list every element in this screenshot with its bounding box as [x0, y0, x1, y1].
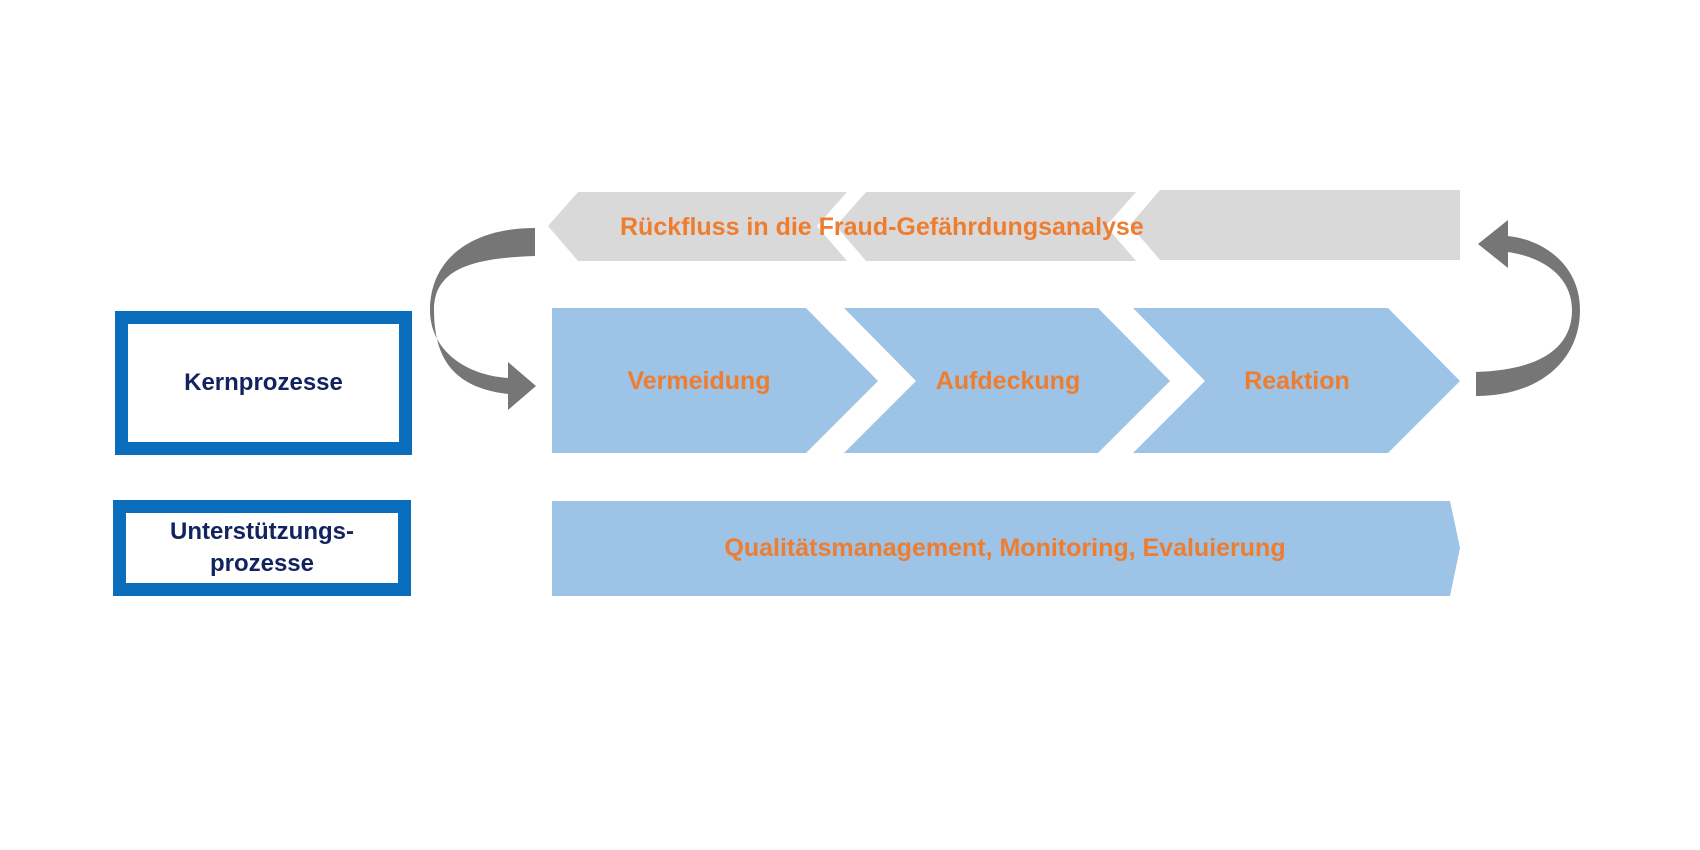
- chevron-reaktion: [1133, 308, 1460, 453]
- step-reaktion-text: Reaktion: [1244, 367, 1350, 395]
- feedback-chevron-2: [836, 192, 1136, 261]
- feedback-chevron-3: [1130, 190, 1460, 260]
- core-process-label-text: Kernprozesse: [184, 368, 343, 396]
- step-vermeidung-text: Vermeidung: [627, 367, 771, 395]
- support-process-label-line2: prozesse: [209, 550, 315, 577]
- curved-arrow-left-icon: [430, 228, 536, 410]
- support-process-bar: [552, 501, 1460, 596]
- core-process-label: Kernprozesse: [115, 311, 412, 455]
- step-aufdeckung-text: Aufdeckung: [935, 367, 1081, 395]
- chevron-aufdeckung: [844, 308, 1170, 453]
- curved-arrow-right-icon: [1476, 220, 1580, 396]
- support-bar-text: Qualitätsmanagement, Monitoring, Evaluie…: [724, 534, 1286, 562]
- feedback-chevron-1: [548, 192, 847, 261]
- support-process-label: Unterstützungs- prozesse: [113, 500, 411, 596]
- feedback-text: Rückfluss in die Fraud-Gefährdungsanalys…: [620, 213, 1144, 241]
- support-process-label-line1: Unterstützungs-: [170, 517, 354, 545]
- chevron-vermeidung: [552, 308, 878, 453]
